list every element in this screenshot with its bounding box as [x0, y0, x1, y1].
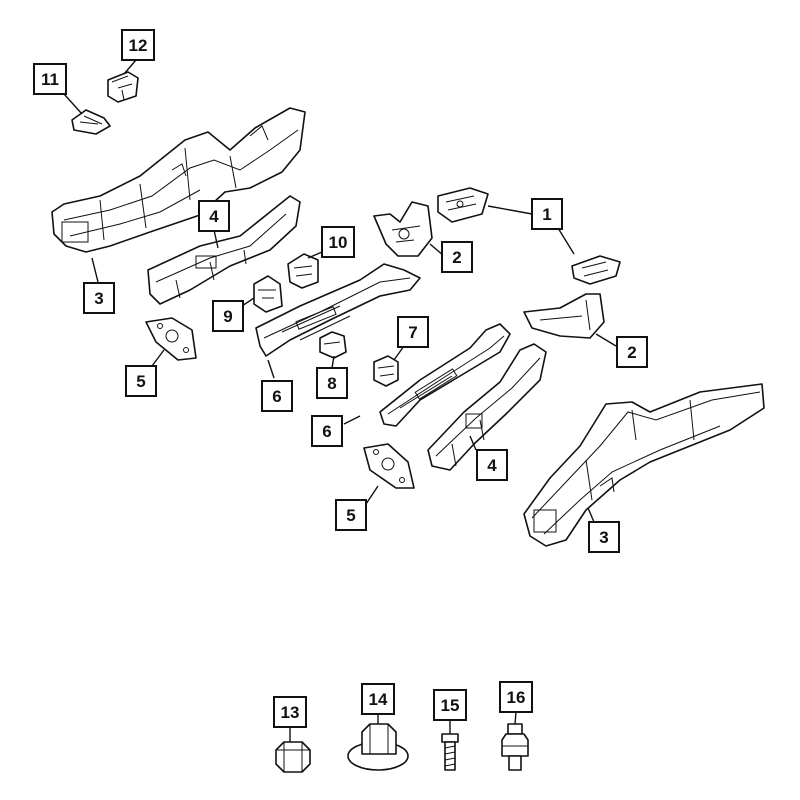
part-15-bolt [441, 733, 459, 771]
svg-text:4: 4 [209, 207, 219, 226]
part-16-stud-fitting [501, 723, 529, 771]
part-11-plate [71, 109, 111, 135]
part-3-right-frame-rail [523, 383, 765, 547]
svg-text:1: 1 [542, 205, 551, 224]
svg-text:5: 5 [136, 372, 145, 391]
callout-3-left: 3 [83, 282, 115, 314]
svg-text:15: 15 [441, 696, 460, 715]
part-1-lower-plate [571, 255, 621, 285]
part-6-right-channel [379, 323, 511, 427]
part-3-left-frame-rail [51, 107, 306, 253]
callout-5-right: 5 [335, 499, 367, 531]
callout-13: 13 [273, 696, 307, 728]
callout-11: 11 [33, 63, 67, 95]
svg-text:3: 3 [599, 528, 608, 547]
callout-12: 12 [121, 29, 155, 61]
svg-text:6: 6 [322, 422, 331, 441]
svg-text:12: 12 [129, 36, 148, 55]
part-6-left-channel [255, 263, 421, 357]
svg-text:13: 13 [281, 703, 300, 722]
svg-text:7: 7 [408, 323, 417, 342]
part-14-flange-nut [347, 723, 409, 771]
callout-5-left: 5 [125, 365, 157, 397]
callout-7: 7 [397, 316, 429, 348]
svg-text:6: 6 [272, 387, 281, 406]
part-8-bracket [319, 331, 347, 359]
svg-text:5: 5 [346, 506, 355, 525]
svg-text:14: 14 [369, 690, 388, 709]
callout-15: 15 [433, 689, 467, 721]
callout-4-left: 4 [198, 200, 230, 232]
callout-1: 1 [531, 198, 563, 230]
svg-text:8: 8 [327, 374, 336, 393]
callout-3-right: 3 [588, 521, 620, 553]
part-9-bracket [253, 275, 283, 313]
part-1-upper-plate [437, 187, 489, 223]
svg-text:4: 4 [487, 456, 497, 475]
callout-6-left: 6 [261, 380, 293, 412]
svg-text:2: 2 [627, 343, 636, 362]
part-5-left-plate [145, 317, 197, 361]
callout-16: 16 [499, 681, 533, 713]
part-4-right-rail [427, 343, 547, 471]
callout-10: 10 [321, 226, 355, 258]
part-12-bracket [107, 71, 139, 103]
part-7-bracket [373, 355, 399, 387]
part-2-lower-bracket [523, 293, 605, 339]
part-13-hex-nut [275, 741, 311, 773]
part-4-left-rail [147, 195, 301, 305]
leader-lines [63, 59, 617, 742]
callout-4-right: 4 [476, 449, 508, 481]
callout-8: 8 [316, 367, 348, 399]
part-5-right-plate [363, 443, 415, 489]
svg-text:10: 10 [329, 233, 348, 252]
callout-6-right: 6 [311, 415, 343, 447]
callout-9: 9 [212, 300, 244, 332]
svg-text:16: 16 [507, 688, 526, 707]
svg-text:11: 11 [41, 70, 59, 89]
part-2-upper-bracket [373, 201, 433, 257]
callout-2-lower: 2 [616, 336, 648, 368]
svg-text:3: 3 [94, 289, 103, 308]
callout-2-upper: 2 [441, 241, 473, 273]
part-10-bracket [287, 253, 319, 289]
svg-text:2: 2 [452, 248, 461, 267]
svg-text:9: 9 [223, 307, 232, 326]
callout-14: 14 [361, 683, 395, 715]
